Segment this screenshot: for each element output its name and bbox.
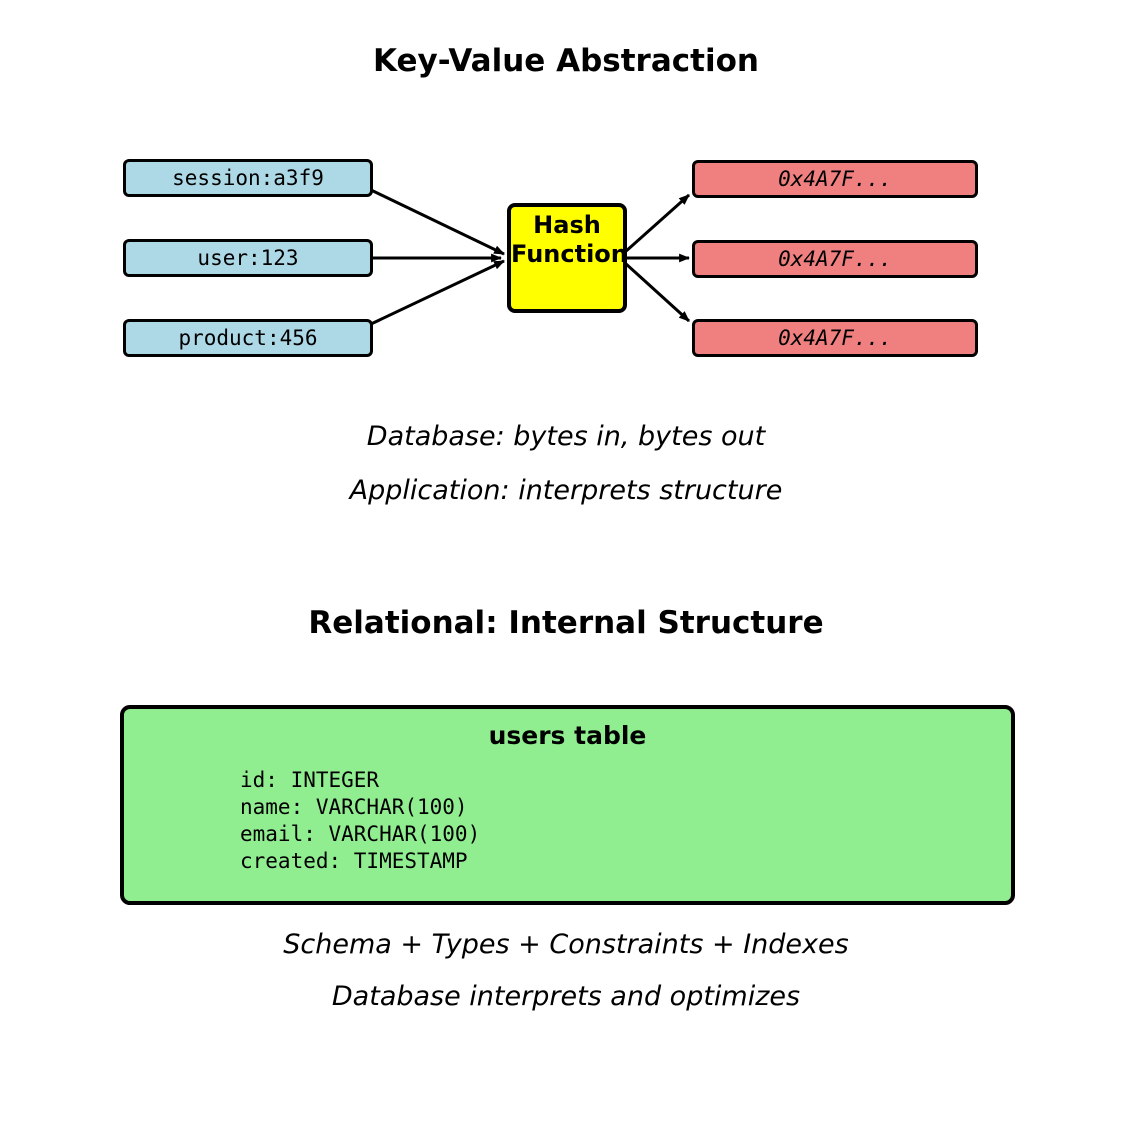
hash-function-box: Hash Function: [507, 203, 628, 313]
relational-caption-database: Database interprets and optimizes: [331, 981, 801, 1012]
users-table-fields: id: INTEGER name: VARCHAR(100) email: VA…: [240, 768, 481, 873]
arrow-hash-to-value3: [623, 261, 691, 323]
key-box-product: product:456: [123, 319, 373, 357]
arrow-key1-to-hash: [370, 188, 505, 256]
kv-caption-application: Application: interprets structure: [349, 475, 783, 506]
users-table-title: users table: [488, 721, 647, 750]
hash-function-label-line1: Hash: [533, 211, 601, 239]
key-box-user: user:123: [123, 239, 373, 277]
key-box-session: session:a3f9: [123, 159, 373, 197]
relational-section-title: Relational: Internal Structure: [308, 605, 824, 641]
relational-caption-schema: Schema + Types + Constraints + Indexes: [283, 929, 849, 960]
value-box-1: 0x4A7F...: [692, 160, 978, 198]
kv-section-title: Key-Value Abstraction: [373, 43, 759, 79]
value-box-3: 0x4A7F...: [692, 319, 978, 357]
users-table-box: users table id: INTEGER name: VARCHAR(10…: [120, 705, 1015, 905]
arrow-hash-to-value1: [624, 193, 690, 254]
hash-function-label-line2: Function: [511, 240, 628, 268]
value-box-2: 0x4A7F...: [692, 240, 978, 278]
arrow-key3-to-hash: [370, 259, 505, 326]
kv-caption-database: Database: bytes in, bytes out: [366, 421, 766, 452]
